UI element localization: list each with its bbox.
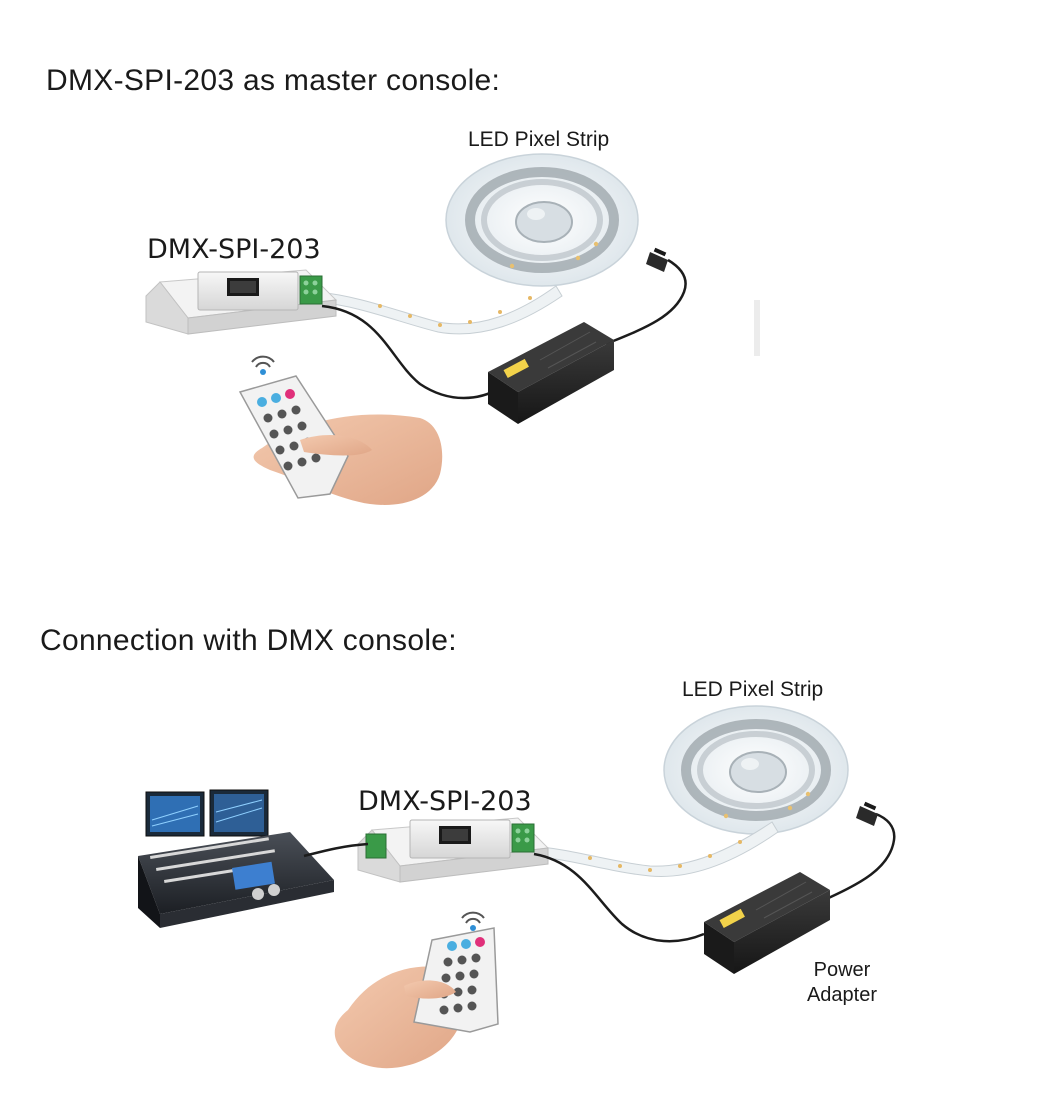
cable-adapter-to-plug-1 [605,258,687,346]
ir-remote-hand-1 [238,375,443,505]
led-strip-chips-2 [588,840,742,872]
dmx-console [138,789,334,928]
controller-device-1 [145,269,338,335]
section1-strip-label: LED Pixel Strip [468,128,610,151]
led-strip-reel-2 [663,705,849,835]
cable-adapter-to-plug-2 [823,812,896,902]
cable-console-to-controller [303,842,369,858]
section2-controller-label: DMX-SPI-203 [358,786,532,817]
controller-device-2 [357,817,550,883]
ir-remote-hand-2 [334,927,499,1069]
led-strip-tail-1 [317,285,563,335]
section2-title: Connection with DMX console: [40,624,457,657]
power-adapter-label-line1: Power [813,959,871,981]
power-adapter-2 [704,872,830,974]
power-adapter-label: Power Adapter [796,958,888,1008]
wifi-signal-icon-1 [251,355,275,375]
power-adapter-1 [488,322,614,424]
cable-controller-to-adapter-2 [533,852,705,943]
wifi-signal-icon-2 [461,911,485,931]
power-plug-2 [856,801,878,826]
cable-controller-to-adapter-1 [321,304,501,400]
led-strip-chips-1 [378,296,532,327]
section1-title: DMX-SPI-203 as master console: [46,64,501,97]
led-strip-tail-2 [527,821,779,878]
led-strip-reel-1 [445,153,639,287]
power-plug-1 [646,247,668,272]
edge-artifact [754,300,760,356]
power-adapter-label-line2: Adapter [806,984,878,1006]
section2-strip-label: LED Pixel Strip [682,678,824,701]
section1-controller-label: DMX-SPI-203 [147,234,321,265]
